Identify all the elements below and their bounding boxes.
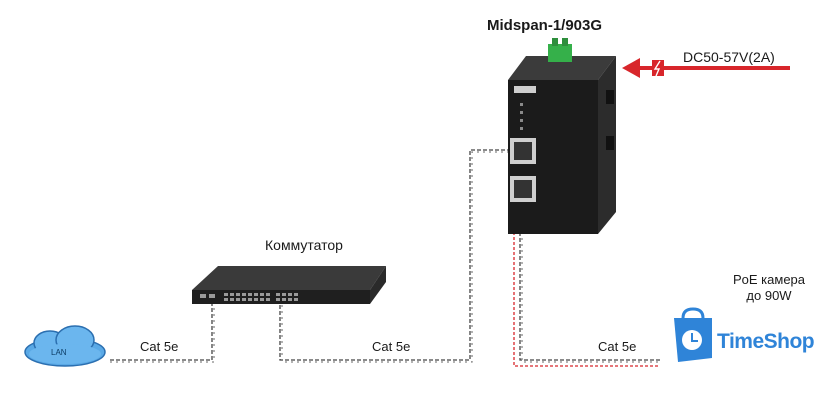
timeshop-logo-icon [674, 307, 712, 362]
brand-watermark: TimeShop [717, 330, 815, 353]
switch-to-midspan-cable [279, 149, 508, 361]
lan-cloud-icon [24, 325, 106, 367]
midspan-injector-icon [508, 38, 616, 234]
lan-to-switch-cable [110, 300, 213, 361]
camera-label: PoE камера до 90W [733, 272, 805, 304]
poe-power-line [513, 232, 660, 367]
network-switch-icon [192, 266, 386, 304]
midspan-to-camera-cable [519, 232, 660, 361]
lan-cloud-label: LAN [51, 348, 67, 357]
camera-label-line2: до 90W [746, 288, 792, 303]
power-input-label: DC50-57V(2A) [683, 49, 775, 65]
power-arrow-icon [622, 58, 790, 78]
camera-label-line1: PoE камера [733, 272, 806, 287]
device-title: Midspan-1/903G [487, 17, 603, 34]
cable-label-camera: Cat 5e [598, 339, 637, 354]
cable-label-switch: Cat 5e [372, 339, 411, 354]
switch-to-midspan-cable-twist [281, 151, 508, 363]
switch-label: Коммутатор [265, 237, 343, 253]
cable-label-lan: Cat 5e [140, 339, 179, 354]
midspan-to-camera-cable-twist [521, 232, 660, 363]
lan-to-switch-cable-twist [110, 300, 215, 363]
